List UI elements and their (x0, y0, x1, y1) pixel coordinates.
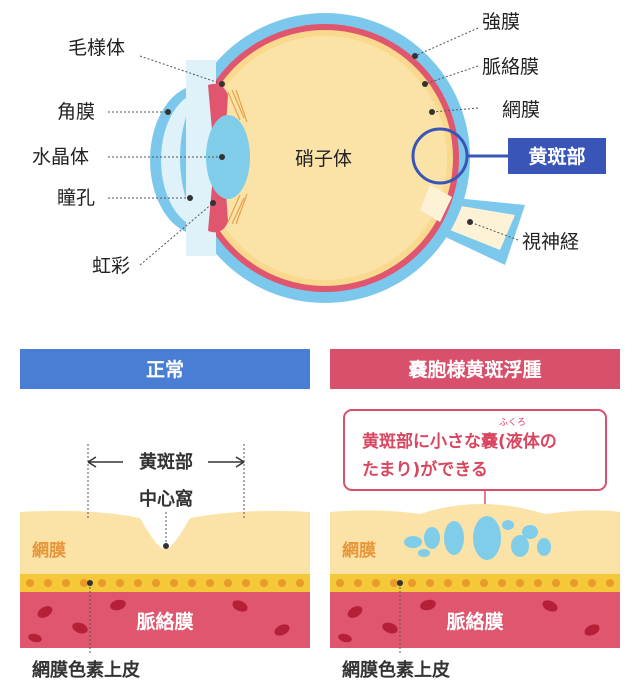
cme-rpe-label: 網膜色素上皮 (342, 659, 450, 681)
cme-panel: 嚢胞様黄斑浮腫 ふくろ 黄斑部に小さな嚢(液体の たまり)ができる (330, 349, 620, 681)
cme-callout-box (343, 409, 607, 491)
cme-rpe-cells (336, 579, 614, 587)
normal-fovea-dot (163, 543, 169, 549)
cme-callout-line2: たまり)ができる (362, 459, 488, 480)
label-vitreous: 硝子体 (295, 148, 352, 170)
cme-choroid-layer (330, 592, 620, 648)
vitreous-body (203, 36, 447, 280)
normal-rpe-cells (26, 579, 304, 587)
label-choroid: 脈絡膜 (482, 56, 539, 78)
lens (206, 115, 250, 199)
label-lens: 水晶体 (32, 146, 89, 168)
normal-retina-layer (20, 510, 310, 574)
cme-retina-label: 網膜 (342, 540, 376, 561)
label-ciliary-body: 毛様体 (68, 37, 125, 59)
normal-rpe-dot (87, 580, 93, 586)
cme-choroid-label: 脈絡膜 (446, 610, 503, 633)
label-optic-nerve: 視神経 (522, 231, 579, 253)
label-retina: 網膜 (502, 99, 540, 121)
macula-label: 黄斑部 (528, 145, 585, 168)
cme-panel-title: 嚢胞様黄斑浮腫 (407, 358, 541, 381)
optic-disc (420, 185, 452, 222)
normal-fovea-label: 中心窩 (139, 488, 193, 510)
macula-label-box (508, 138, 606, 174)
normal-macula-label: 黄斑部 (139, 451, 193, 473)
label-cornea: 角膜 (57, 101, 95, 123)
cme-callout-ruby: ふくろ (499, 417, 526, 428)
label-iris: 虹彩 (92, 255, 130, 277)
normal-panel: 正常 脈絡膜 網膜 黄斑部 中心窩 (20, 349, 310, 681)
cme-rpe-dot (397, 580, 403, 586)
cme-rpe-layer (330, 574, 620, 592)
cme-blood-cells (338, 599, 600, 643)
normal-macula-arrowhead-right (235, 456, 245, 468)
normal-blood-cells (28, 599, 290, 643)
cme-panel-header (330, 349, 620, 389)
normal-rpe-layer (20, 574, 310, 592)
normal-rpe-label: 網膜色素上皮 (32, 659, 140, 681)
normal-choroid-layer (20, 592, 310, 648)
normal-retina-label: 網膜 (32, 540, 66, 561)
normal-choroid-label: 脈絡膜 (136, 610, 193, 633)
label-pupil: 瞳孔 (57, 187, 95, 209)
normal-panel-title: 正常 (146, 358, 184, 381)
cme-callout-line1: 黄斑部に小さな嚢(液体の (362, 431, 557, 452)
cme-cysts (404, 516, 551, 560)
normal-panel-header (20, 349, 310, 389)
normal-macula-arrowhead-left (87, 456, 97, 468)
label-sclera: 強膜 (482, 11, 520, 33)
zonule-fibers (227, 89, 248, 225)
leader-lines (108, 27, 519, 266)
eye-cross-section: 黄斑部 毛様体 角膜 水晶体 瞳孔 虹彩 硝子体 (32, 11, 606, 303)
